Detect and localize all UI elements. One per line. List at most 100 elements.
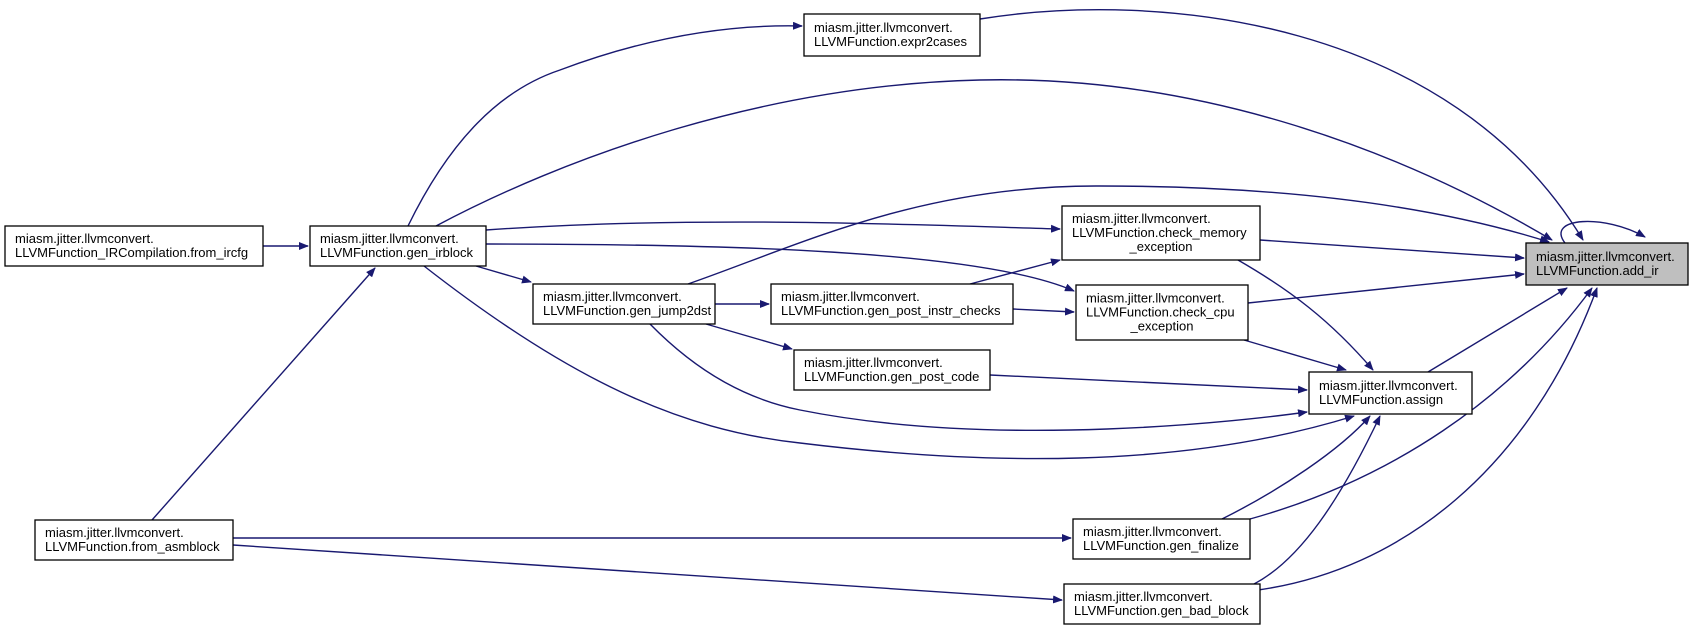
node-box bbox=[1525, 242, 1689, 286]
node-gen-post-code[interactable]: miasm.jitter.llvmconvert.LLVMFunction.ge… bbox=[793, 349, 991, 391]
node-label-line: LLVMFunction.gen_bad_block bbox=[1074, 603, 1249, 618]
edge-line bbox=[687, 185, 1550, 285]
edge-line bbox=[407, 21, 803, 227]
edge-line bbox=[435, 79, 1553, 241]
node-label-line: LLVMFunction.gen_jump2dst bbox=[543, 303, 712, 318]
node-box bbox=[793, 349, 991, 391]
edge-line bbox=[979, 9, 1584, 241]
edge-gen_post_instr_checks-to-check_memory_exception bbox=[969, 258, 1061, 285]
node-label-line: LLVMFunction.from_asmblock bbox=[45, 539, 220, 554]
node-box bbox=[770, 283, 1014, 325]
edge-line bbox=[1221, 415, 1371, 520]
node-box bbox=[309, 225, 487, 267]
edge-gen_jump2dst-to-add_ir bbox=[687, 185, 1550, 285]
node-expr2cases[interactable]: miasm.jitter.llvmconvert.LLVMFunction.ex… bbox=[803, 13, 981, 57]
nodes-layer: miasm.jitter.llvmconvert.LLVMFunction.ad… bbox=[4, 13, 1689, 625]
edge-assign-to-add_ir bbox=[1427, 287, 1568, 373]
node-label-line: LLVMFunction_IRCompilation.from_ircfg bbox=[15, 245, 248, 260]
edge-gen_irblock-to-gen_jump2dst bbox=[475, 265, 532, 284]
node-label-line: miasm.jitter.llvmconvert. bbox=[543, 289, 682, 304]
edge-check_memory_exception-to-add_ir bbox=[1259, 239, 1525, 262]
node-box bbox=[1308, 371, 1473, 415]
edge-check_cpu_exception-to-assign bbox=[1243, 339, 1347, 372]
edge-line bbox=[1243, 339, 1347, 372]
edges-layer bbox=[151, 9, 1646, 604]
node-label-line: miasm.jitter.llvmconvert. bbox=[1086, 291, 1225, 306]
edge-line bbox=[1257, 287, 1598, 591]
node-from-ircfg[interactable]: miasm.jitter.llvmconvert.LLVMFunction_IR… bbox=[4, 225, 264, 267]
node-label-line: miasm.jitter.llvmconvert. bbox=[1536, 249, 1675, 264]
edge-gen_post_instr_checks-to-check_cpu_exception bbox=[1012, 307, 1075, 316]
node-label-line: miasm.jitter.llvmconvert. bbox=[1083, 524, 1222, 539]
edge-check_memory_exception-to-assign bbox=[1237, 259, 1374, 371]
edge-gen_post_code-to-assign bbox=[989, 374, 1308, 394]
node-box bbox=[803, 13, 981, 57]
node-label-line: _exception bbox=[1130, 319, 1194, 334]
edge-gen_bad_block-to-add_ir bbox=[1257, 287, 1598, 591]
edge-from_asmblock-to-gen_bad_block bbox=[232, 544, 1063, 604]
edge-line bbox=[1247, 270, 1525, 304]
node-label-line: miasm.jitter.llvmconvert. bbox=[45, 525, 184, 540]
node-label-line: miasm.jitter.llvmconvert. bbox=[804, 355, 943, 370]
edge-gen_bad_block-to-assign bbox=[1253, 415, 1381, 585]
node-box bbox=[1063, 583, 1261, 625]
edge-line bbox=[989, 374, 1308, 394]
edge-gen_jump2dst-to-assign bbox=[649, 323, 1308, 432]
edge-gen_irblock-to-check_memory_exception bbox=[485, 221, 1061, 233]
edge-gen_finalize-to-add_ir bbox=[1249, 287, 1593, 520]
edge-line bbox=[1012, 307, 1075, 316]
node-gen-bad-block[interactable]: miasm.jitter.llvmconvert.LLVMFunction.ge… bbox=[1063, 583, 1261, 625]
edge-gen_irblock-to-expr2cases bbox=[407, 21, 803, 227]
node-assign[interactable]: miasm.jitter.llvmconvert.LLVMFunction.as… bbox=[1308, 371, 1473, 415]
edge-line bbox=[969, 258, 1061, 285]
edge-from_asmblock-to-gen_irblock bbox=[151, 267, 376, 521]
node-label-line: miasm.jitter.llvmconvert. bbox=[320, 231, 459, 246]
node-box bbox=[4, 225, 264, 267]
node-label-line: LLVMFunction.check_cpu bbox=[1086, 305, 1235, 320]
node-label-line: LLVMFunction.assign bbox=[1319, 392, 1443, 407]
edge-line bbox=[475, 265, 532, 284]
node-box bbox=[532, 283, 716, 325]
edge-line bbox=[1253, 415, 1381, 585]
node-label-line: LLVMFunction.gen_finalize bbox=[1083, 538, 1239, 553]
node-gen-irblock[interactable]: miasm.jitter.llvmconvert.LLVMFunction.ge… bbox=[309, 225, 487, 267]
edge-line bbox=[1259, 239, 1525, 262]
edge-line bbox=[1237, 259, 1374, 371]
node-label-line: LLVMFunction.gen_irblock bbox=[320, 245, 473, 260]
node-label-line: miasm.jitter.llvmconvert. bbox=[15, 231, 154, 246]
node-add-ir[interactable]: miasm.jitter.llvmconvert.LLVMFunction.ad… bbox=[1525, 242, 1689, 286]
edge-line bbox=[705, 323, 793, 351]
node-label-line: LLVMFunction.gen_post_instr_checks bbox=[781, 303, 1001, 318]
node-label-line: _exception bbox=[1129, 239, 1193, 254]
edge-line bbox=[485, 221, 1061, 233]
node-label-line: miasm.jitter.llvmconvert. bbox=[1074, 589, 1213, 604]
node-box bbox=[1075, 284, 1249, 341]
node-gen-finalize[interactable]: miasm.jitter.llvmconvert.LLVMFunction.ge… bbox=[1072, 518, 1251, 560]
edge-line bbox=[151, 267, 376, 521]
node-box bbox=[1072, 518, 1251, 560]
edge-line bbox=[1249, 287, 1593, 520]
node-box bbox=[34, 519, 234, 561]
edge-expr2cases-to-add_ir bbox=[979, 9, 1584, 241]
edge-gen_irblock-to-check_cpu_exception bbox=[485, 243, 1075, 292]
node-box bbox=[1061, 205, 1261, 261]
edge-add_ir-to-add_ir bbox=[1560, 220, 1646, 244]
edge-line bbox=[423, 265, 1355, 460]
edge-gen_jump2dst-to-gen_post_code bbox=[705, 323, 793, 351]
node-check-cpu-exception[interactable]: miasm.jitter.llvmconvert.LLVMFunction.ch… bbox=[1075, 284, 1249, 341]
edge-line bbox=[1560, 220, 1646, 244]
node-gen-post-instr-checks[interactable]: miasm.jitter.llvmconvert.LLVMFunction.ge… bbox=[770, 283, 1014, 325]
node-from-asmblock[interactable]: miasm.jitter.llvmconvert.LLVMFunction.fr… bbox=[34, 519, 234, 561]
node-label-line: LLVMFunction.check_memory bbox=[1072, 225, 1247, 240]
node-label-line: miasm.jitter.llvmconvert. bbox=[1072, 211, 1211, 226]
node-label-line: miasm.jitter.llvmconvert. bbox=[814, 20, 953, 35]
node-label-line: LLVMFunction.gen_post_code bbox=[804, 369, 979, 384]
edge-line bbox=[1427, 287, 1568, 373]
edge-gen_irblock-to-assign bbox=[423, 265, 1355, 460]
node-check-memory-exception[interactable]: miasm.jitter.llvmconvert.LLVMFunction.ch… bbox=[1061, 205, 1261, 261]
node-label-line: LLVMFunction.expr2cases bbox=[814, 34, 967, 49]
edge-line bbox=[649, 323, 1308, 432]
node-gen-jump2dst[interactable]: miasm.jitter.llvmconvert.LLVMFunction.ge… bbox=[532, 283, 716, 325]
edge-gen_finalize-to-assign bbox=[1221, 415, 1371, 520]
